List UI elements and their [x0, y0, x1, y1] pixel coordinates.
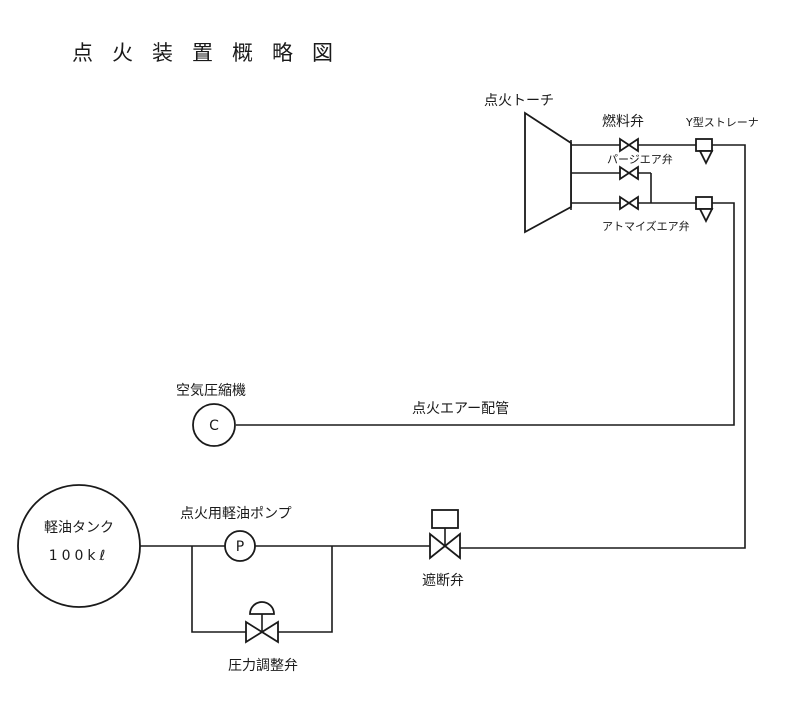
fuel-valve-icon: [619, 137, 639, 153]
compressor-label: 空気圧縮機: [176, 383, 246, 399]
purge-valve-icon: [619, 165, 639, 181]
atomize-valve-icon: [619, 195, 639, 211]
purge-valve-label: パージエア弁: [607, 152, 673, 166]
compressor-symbol: C: [209, 418, 219, 434]
light-oil-tank-icon: [17, 484, 141, 608]
tank-name-label: 軽油タンク: [44, 520, 114, 536]
torch-label: 点火トーチ: [484, 93, 554, 109]
shutoff-valve-icon: [429, 509, 461, 560]
pressure-valve-label: 圧力調整弁: [228, 658, 298, 674]
fuel-valve-label: 燃料弁: [602, 113, 644, 130]
pressure-regulating-valve-icon: [245, 601, 279, 644]
ignition-torch-icon: [524, 111, 572, 234]
y-strainer-label: Y型ストレーナ: [685, 115, 759, 129]
tank-capacity-label: 100kℓ: [49, 548, 110, 564]
y-strainer-lower-icon: [695, 196, 714, 224]
air-compressor-icon: [192, 403, 236, 447]
y-strainer-upper-icon: [695, 138, 714, 166]
diagram-title: 点火装置概略図: [72, 41, 352, 65]
air-pipe-label: 点火エアー配管: [412, 401, 509, 417]
shutoff-valve-label: 遮断弁: [422, 573, 464, 589]
oil-pump-icon: [224, 530, 256, 562]
pump-symbol: P: [236, 539, 244, 555]
atomize-valve-label: アトマイズエア弁: [602, 219, 690, 233]
pump-label: 点火用軽油ポンプ: [180, 506, 292, 522]
